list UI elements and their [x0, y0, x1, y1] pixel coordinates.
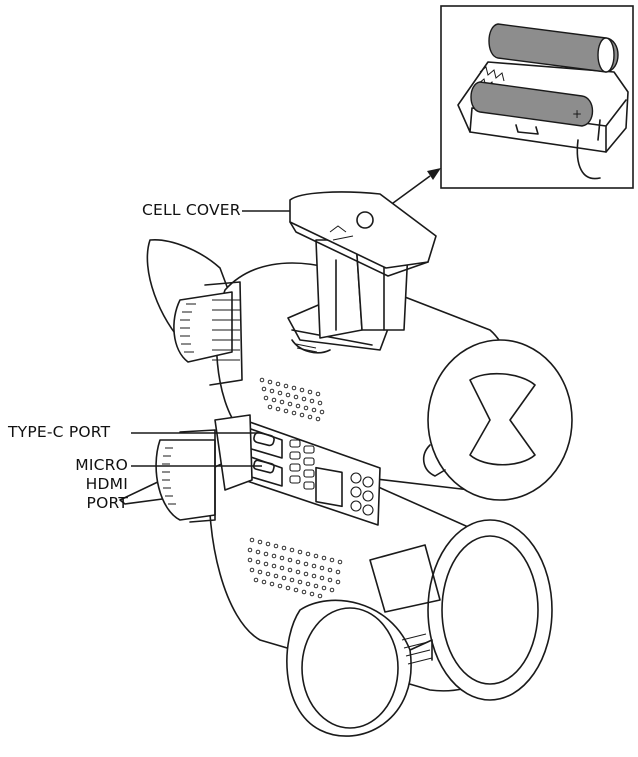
battery-top-icon [488, 23, 619, 73]
binocular-drawing [119, 191, 573, 737]
type-c-port-label: TYPE-C PORT [8, 423, 111, 441]
grille-upper [259, 377, 325, 422]
leader-lines [131, 210, 290, 467]
cell-cover-label: CELL COVER [142, 201, 241, 219]
micro-hdmi-line2: HDMI [85, 475, 128, 493]
micro-hdmi-port-label: MICRO HDMI PORT [62, 456, 128, 513]
micro-hdmi-line3: PORT [86, 494, 128, 512]
grille-lower [247, 537, 343, 599]
control-buttons [289, 439, 374, 516]
polarity-plus: + [572, 107, 582, 121]
battery-bottom-icon [470, 81, 594, 127]
micro-hdmi-line1: MICRO [75, 456, 128, 474]
battery-tray-inset: + [440, 5, 634, 189]
port-cutouts [247, 427, 283, 487]
